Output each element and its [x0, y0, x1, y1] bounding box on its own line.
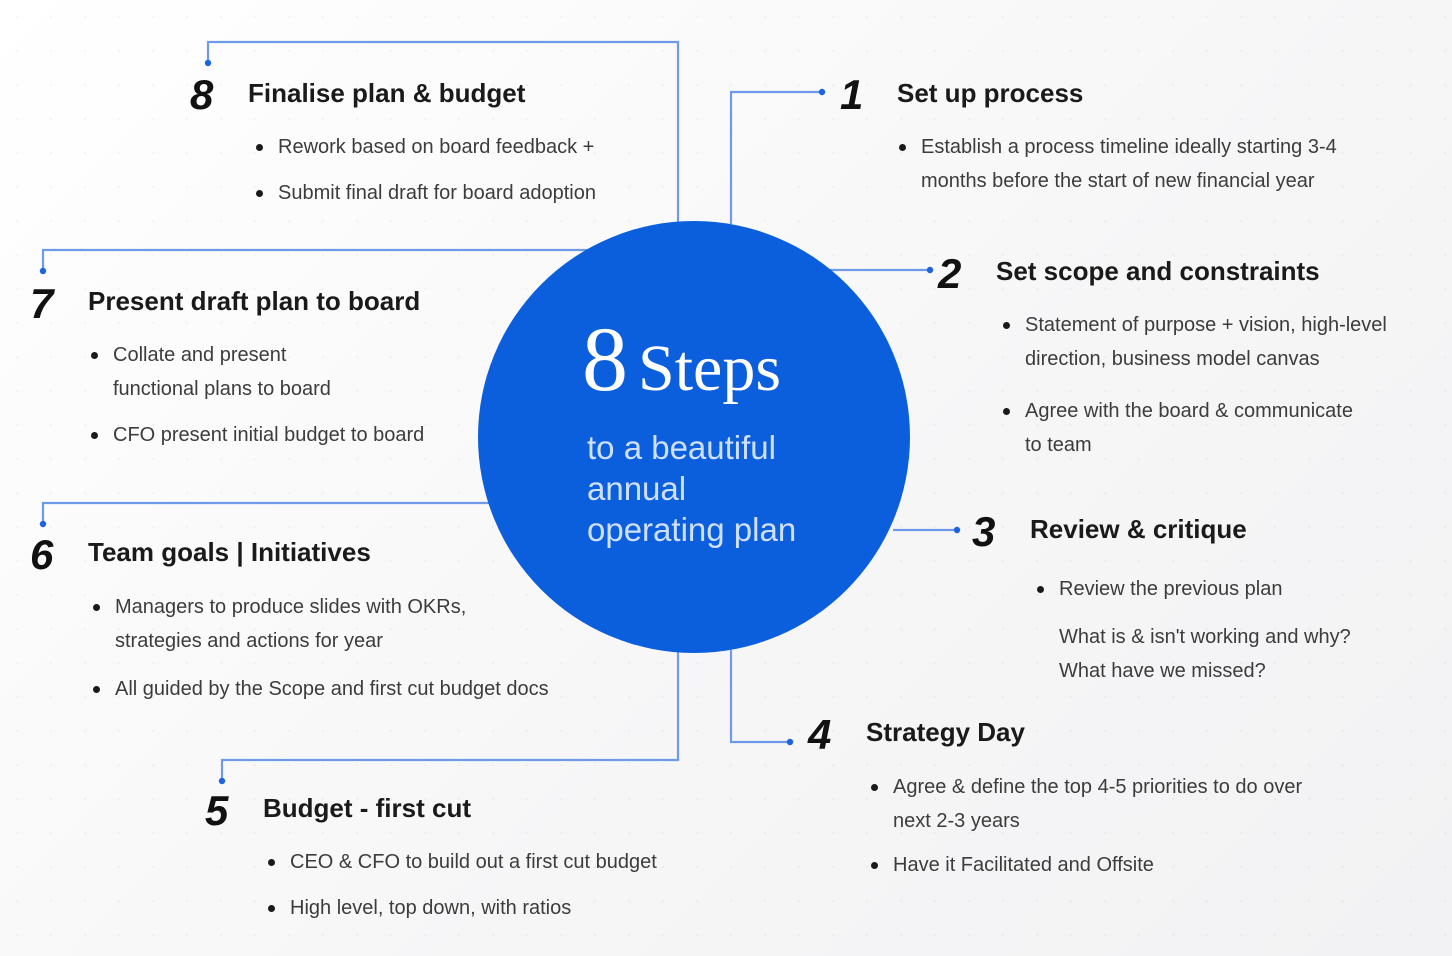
step-number: 2 [938, 250, 962, 297]
step-bullets: CEO & CFO to build out a first cut budge… [268, 845, 728, 925]
hub-number: 8 [582, 308, 628, 410]
bullet-item: Statement of purpose + vision, high-leve… [1003, 308, 1443, 376]
step-bullets: Establish a process timeline ideally sta… [899, 130, 1419, 198]
bullet-item: Agree & define the top 4-5 priorities to… [871, 770, 1411, 838]
step-number: 6 [30, 531, 54, 578]
step-title: Finalise plan & budget [248, 78, 526, 108]
step-title: Set up process [897, 78, 1084, 108]
step-bullets: Rework based on board feedback + Submit … [256, 130, 676, 210]
step-title: Review & critique [1030, 514, 1247, 544]
step-title: Strategy Day [866, 717, 1025, 747]
step-bullets: Agree & define the top 4-5 priorities to… [871, 770, 1411, 882]
bullet-item: High level, top down, with ratios [268, 891, 728, 925]
step-title: Budget - first cut [263, 793, 471, 823]
bullet-item: Submit final draft for board adoption [256, 176, 676, 210]
hub-subtitle-line: annual [587, 470, 687, 507]
bullet-item: All guided by the Scope and first cut bu… [93, 672, 613, 706]
bullet-item: CEO & CFO to build out a first cut budge… [268, 845, 728, 879]
step-number: 7 [30, 280, 54, 327]
step-number: 4 [808, 711, 832, 758]
bullet-item: Establish a process timeline ideally sta… [899, 130, 1419, 198]
bullet-item: Managers to produce slides with OKRs, st… [93, 590, 613, 658]
bullet-item: Review the previous plan [1037, 572, 1437, 606]
connector-step-7 [41, 248, 590, 270]
step-number: 3 [972, 508, 996, 555]
step-title: Set scope and constraints [996, 256, 1320, 286]
bullet-item: Rework based on board feedback + [256, 130, 676, 164]
step-bullets: Review the previous plan What is & isn't… [1037, 572, 1437, 688]
hub-subtitle-line: operating plan [587, 511, 797, 548]
connector-step-6 [41, 501, 490, 523]
step-number: 5 [205, 787, 229, 834]
hub-subtitle: to a beautiful annual operating plan [587, 427, 847, 550]
bullet-item: Have it Facilitated and Offsite [871, 848, 1411, 882]
step-bullets: Collate and present functional plans to … [91, 338, 491, 452]
connector-step-4 [729, 650, 788, 744]
bullet-item: Agree with the board & communicate to te… [1003, 394, 1443, 462]
connector-step-1 [729, 90, 820, 224]
bullet-item: CFO present initial budget to board [91, 418, 491, 452]
step-bullets: Managers to produce slides with OKRs, st… [93, 590, 613, 706]
step-title: Team goals | Initiatives [88, 537, 371, 567]
step-title: Present draft plan to board [88, 286, 421, 316]
step-bullets: Statement of purpose + vision, high-leve… [1003, 308, 1443, 462]
step-number: 8 [190, 71, 214, 118]
bullet-item: Collate and present functional plans to … [91, 338, 491, 406]
step-number: 1 [840, 71, 864, 118]
hub-subtitle-line: to a beautiful [587, 429, 776, 466]
bullet-note: What is & isn't working and why? What ha… [1059, 626, 1351, 682]
hub-word: Steps [638, 332, 782, 405]
